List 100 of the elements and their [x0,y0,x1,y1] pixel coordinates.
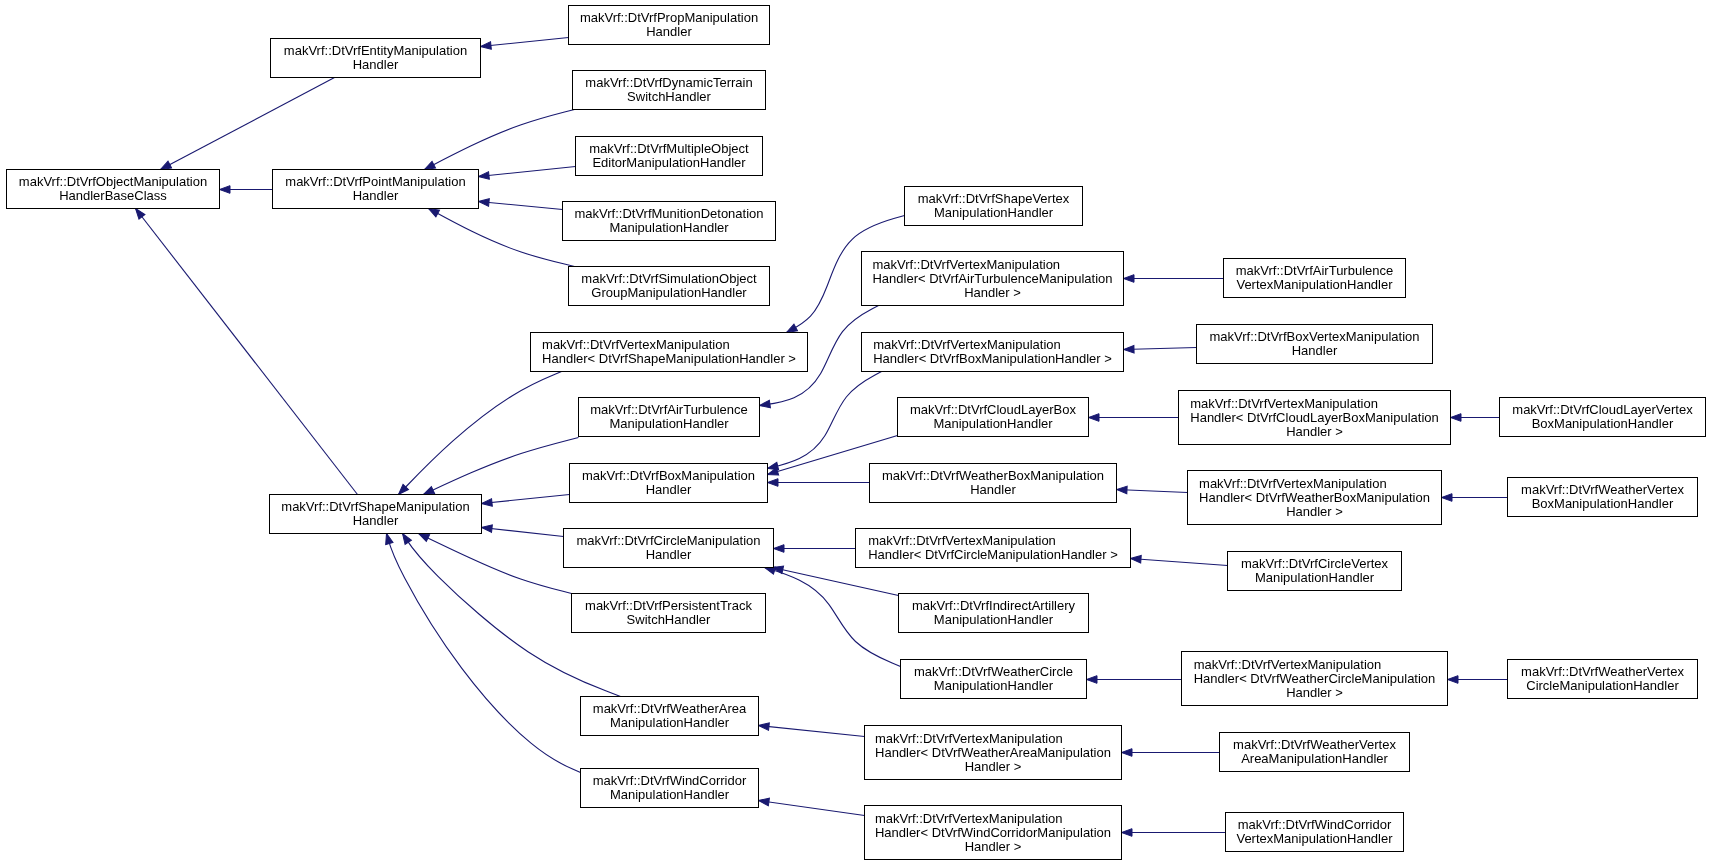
class-name: makVrf::DtVrfAirTurbulence VertexManipulationHandler [1235,264,1394,292]
class-name: makVrf::DtVrfVertexManipulation Handler< DtVrfCircleManipulationHandler > [868,534,1118,562]
class-box [272,169,479,209]
inheritance-arrow [477,198,564,211]
class-box [571,593,766,633]
class-box [572,70,766,110]
class-box [864,805,1122,860]
class-name: makVrf::DtVrfWindCorridor ManipulationHandler [592,774,747,802]
class-name: makVrf::DtVrfWeatherVertex AreaManipulationHandler [1233,738,1396,766]
inheritance-arrow [397,370,563,496]
class-box [897,397,1089,437]
class-box [580,768,759,808]
class-name: makVrf::DtVrfShapeManipulation Handler [281,500,470,528]
class-box [1223,258,1406,298]
class-box [270,38,481,78]
class-box [898,593,1089,633]
class-box [864,725,1122,780]
class-name: makVrf::DtVrfIndirectArtillery ManipulationHandler [912,599,1075,627]
inheritance-arrow [1122,344,1198,354]
class-box [578,397,760,437]
class-name: makVrf::DtVrfPointManipulation Handler [285,175,466,203]
class-box [1181,651,1448,706]
class-name: makVrf::DtVrfMultipleObject EditorManipulationHandler [589,142,749,170]
class-name: makVrf::DtVrfVertexManipulation Handler< DtVrfWeatherBoxManipulation Handler > [1199,476,1430,519]
inheritance-arrow [757,722,866,738]
class-box [1187,470,1442,525]
inheritance-arrow [763,566,902,668]
class-box [563,528,774,568]
class-box [569,463,768,503]
class-name: makVrf::DtVrfWindCorridor VertexManipulationHandler [1236,818,1393,846]
class-box [1196,324,1433,364]
inheritance-arrow [477,165,577,180]
class-name: makVrf::DtVrfAirTurbulence ManipulationHandler [590,403,748,431]
class-name: makVrf::DtVrfDynamicTerrain SwitchHandler [585,76,753,104]
class-box [575,136,763,176]
inheritance-arrow [1449,413,1501,422]
class-name: makVrf::DtVrfWeatherVertex CircleManipulationHandler [1521,665,1684,693]
class-name: makVrf::DtVrfVertexManipulation Handler< DtVrfWeatherCircleManipulation Handler > [1193,657,1436,700]
class-box [900,659,1087,699]
inheritance-arrow [785,214,906,334]
class-name: makVrf::DtVrfPersistentTrack SwitchHandler [585,599,752,627]
class-name: makVrf::DtVrfBoxManipulation Handler [581,469,756,497]
inheritance-arrow [385,532,582,774]
class-name: makVrf::DtVrfVertexManipulation Handler< DtVrfWindCorridorManipulation Handler > [874,811,1112,854]
inheritance-arrow [1087,413,1180,422]
class-name: makVrf::DtVrfMunitionDetonation ManipulationHandler [574,207,764,235]
class-box [861,332,1124,372]
inheritance-arrow [772,544,857,553]
class-box [1219,732,1410,772]
class-name: makVrf::DtVrfShapeVertex ManipulationHandler [917,192,1070,220]
inheritance-arrow [417,532,573,595]
inheritance-arrow [480,493,571,507]
class-name: makVrf::DtVrfVertexManipulation Handler< DtVrfWeatherAreaManipulation Handler > [875,731,1111,774]
class-box [855,528,1131,568]
class-box [568,5,770,45]
inheritance-arrow [1120,828,1227,837]
inheritance-arrow [1440,493,1509,502]
class-box [861,251,1124,306]
class-box [580,696,759,736]
class-box [869,463,1117,503]
class-name: makVrf::DtVrfCircleManipulation Handler [576,534,761,562]
class-box [269,494,482,534]
class-box [6,169,220,209]
class-box [568,266,770,306]
class-name: makVrf::DtVrfPropManipulation Handler [579,11,759,39]
inheritance-arrow [479,36,570,50]
inheritance-arrow [218,185,274,194]
class-name: makVrf::DtVrfBoxVertexManipulation Handler [1209,330,1420,358]
class-name: makVrf::DtVrfEntityManipulation Handler [283,44,468,72]
inheritance-arrow [422,436,580,496]
class-name: makVrf::DtVrfCloudLayerBox ManipulationHandler [910,403,1076,431]
inheritance-arrow [757,797,866,817]
inheritance-arrow [766,478,871,487]
inheritance-arrow [159,76,336,171]
inheritance-arrow [758,304,880,409]
class-name: makVrf::DtVrfWeatherBoxManipulation Handler [881,469,1105,497]
class-name: makVrf::DtVrfSimulationObject GroupManipulationHandler [581,272,757,300]
class-box [562,201,776,241]
inheritance-arrow [1129,554,1229,567]
class-name: makVrf::DtVrfVertexManipulation Handler< DtVrfCloudLayerBoxManipulation Handler > [1190,396,1439,439]
class-box [1507,659,1698,699]
inheritance-arrow [134,207,359,496]
class-box [1178,390,1451,445]
class-box [904,186,1083,226]
class-name: makVrf::DtVrfVertexManipulation Handler< DtVrfShapeManipulationHandler > [542,338,796,366]
inheritance-arrow [1122,274,1225,283]
inheritance-arrow [766,434,899,476]
inheritance-arrow [1120,748,1221,757]
class-box [1227,551,1402,591]
class-box [1499,397,1706,437]
inheritance-arrow [1115,485,1189,495]
class-name: makVrf::DtVrfWeatherCircle ManipulationHandler [913,665,1074,693]
inheritance-arrow [766,370,883,471]
class-box [530,332,808,372]
class-name: makVrf::DtVrfWeatherArea ManipulationHandler [592,702,747,730]
inheritance-arrow [480,524,565,538]
class-box [1507,477,1698,517]
class-name: makVrf::DtVrfObjectManipulation HandlerBaseClass [18,175,208,203]
inheritance-arrow [1085,675,1183,684]
class-name: makVrf::DtVrfVertexManipulation Handler< DtVrfBoxManipulationHandler > [873,338,1112,366]
